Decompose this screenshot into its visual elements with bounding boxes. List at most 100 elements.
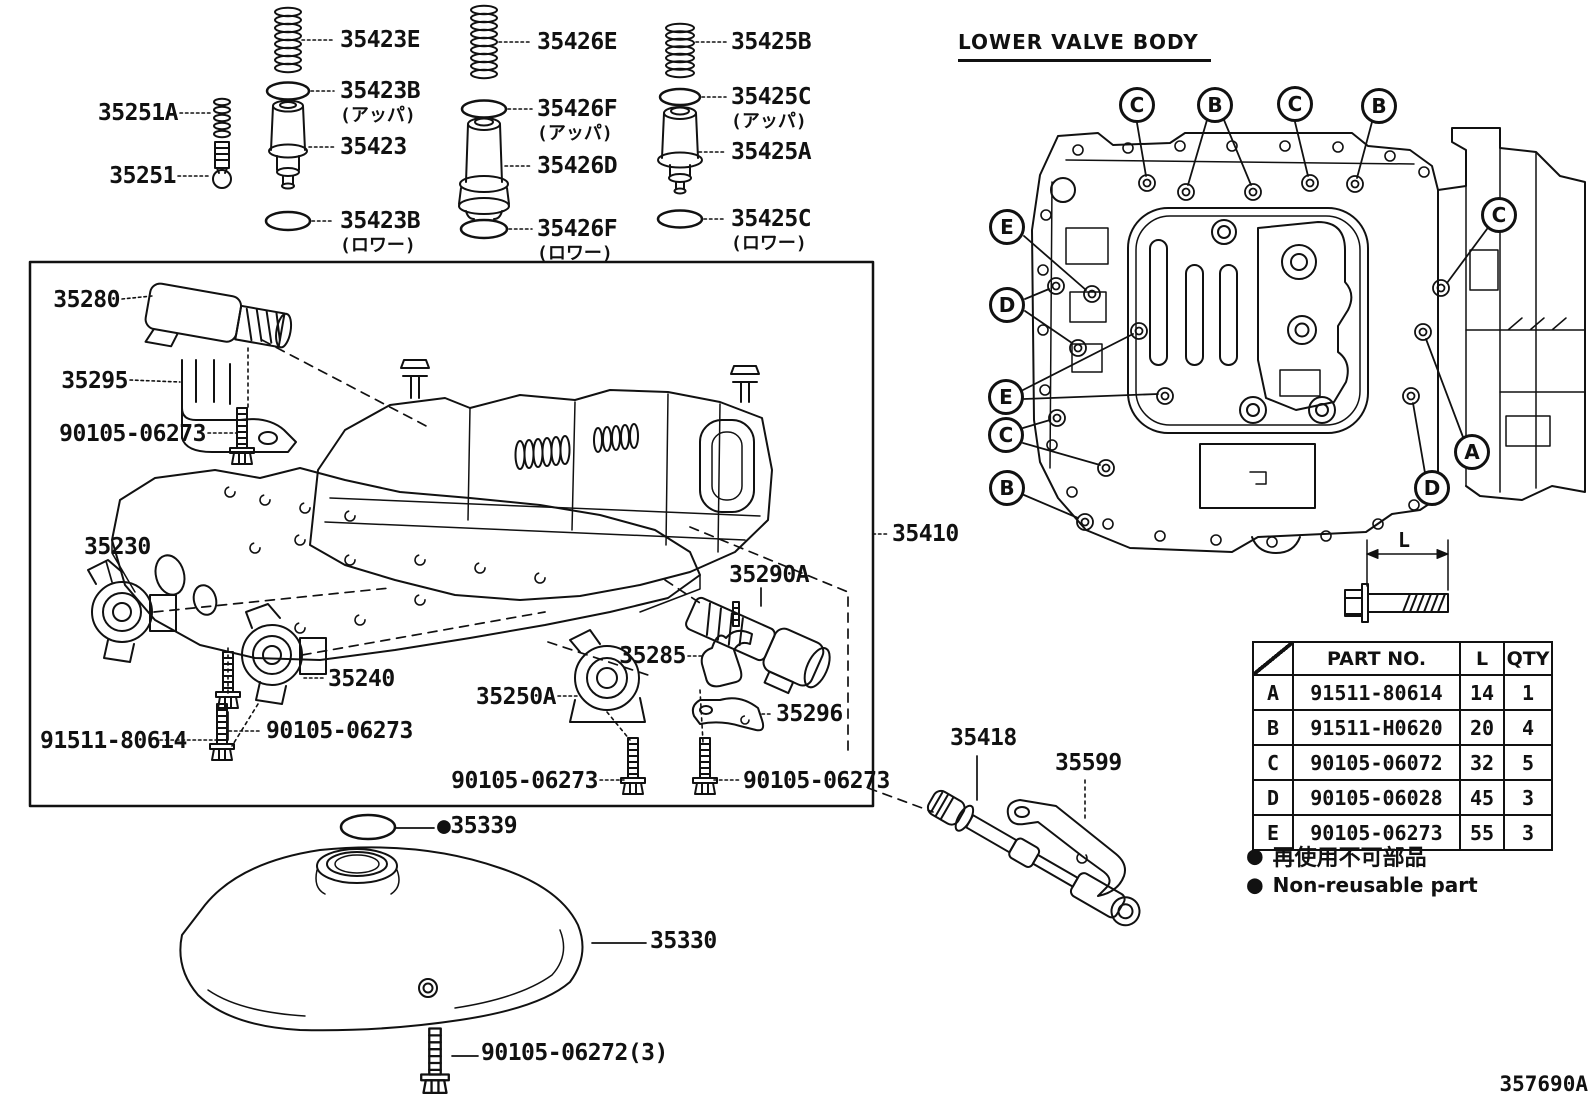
row-key: A bbox=[1252, 674, 1294, 711]
label-35426D: 35426D bbox=[537, 153, 618, 179]
table-row: A 91511-80614 14 1 bbox=[1252, 674, 1553, 711]
spring-35426E bbox=[470, 4, 498, 80]
bolt-91511-80614 bbox=[215, 651, 241, 709]
spring-35425B bbox=[665, 22, 695, 79]
label-35280: 35280 bbox=[53, 287, 120, 313]
bolt-90105-06273-3 bbox=[620, 737, 646, 795]
row-qty: 1 bbox=[1503, 674, 1553, 711]
row-length: 45 bbox=[1459, 779, 1505, 816]
page-title: LOWER VALVE BODY bbox=[958, 30, 1211, 62]
bolt-90105-06272 bbox=[420, 1027, 450, 1095]
label-35425C-upper: 35425C(アッパ) bbox=[731, 84, 812, 132]
label-35425B: 35425B bbox=[731, 29, 812, 55]
row-length: 55 bbox=[1459, 814, 1505, 851]
non-reusable-bullet-icon: ● bbox=[1247, 870, 1263, 900]
label-90105-06273-2: 90105-06273 bbox=[266, 718, 413, 744]
bracket-35295 bbox=[181, 359, 297, 453]
label-35230: 35230 bbox=[84, 534, 151, 560]
row-key: C bbox=[1252, 744, 1294, 781]
oring-35423B-upper bbox=[265, 81, 311, 101]
callout-E-1: E bbox=[989, 209, 1025, 245]
strainer-35330 bbox=[179, 846, 584, 1032]
row-qty: 3 bbox=[1503, 779, 1553, 816]
row-length: 20 bbox=[1459, 709, 1505, 746]
table-corner-cell bbox=[1252, 641, 1294, 676]
bolt-90105-06273-4 bbox=[692, 737, 718, 795]
valve-35425A bbox=[657, 106, 703, 195]
row-key: B bbox=[1252, 709, 1294, 746]
col-header-length: L bbox=[1459, 641, 1505, 676]
callout-D-2: D bbox=[1414, 470, 1450, 506]
callout-B-3: B bbox=[989, 470, 1025, 506]
table-row: C 90105-06072 32 5 bbox=[1252, 744, 1553, 781]
label-35285: 35285 bbox=[619, 643, 686, 669]
legend-non-reusable-jp: ● 再使用不可部品 bbox=[1247, 840, 1427, 872]
col-header-part-no: PART NO. bbox=[1292, 641, 1461, 676]
callout-C-4: C bbox=[1481, 197, 1517, 233]
label-leaders-solid bbox=[105, 560, 978, 1057]
label-35339: ●35339 bbox=[437, 813, 518, 839]
label-35296: 35296 bbox=[776, 701, 843, 727]
label-note-upper: (アッパ) bbox=[340, 105, 416, 126]
callout-C-2: C bbox=[1277, 86, 1313, 122]
label-35426F-lower: 35426F(ロワー) bbox=[537, 216, 618, 264]
label-90105-06272: 90105-06272(3) bbox=[481, 1040, 668, 1066]
label-35250A: 35250A bbox=[475, 684, 557, 710]
table-row: B 91511-H0620 20 4 bbox=[1252, 709, 1553, 746]
valve-35423 bbox=[268, 99, 308, 190]
bolt-90105-06273-2 bbox=[209, 703, 235, 761]
label-35410: 35410 bbox=[892, 521, 959, 547]
oring-35425C-upper bbox=[658, 87, 702, 107]
label-note-lower: (ロワー) bbox=[340, 235, 416, 256]
label-35423: 35423 bbox=[340, 134, 407, 160]
label-35330: 35330 bbox=[650, 928, 717, 954]
row-qty: 4 bbox=[1503, 709, 1553, 746]
spring-35251A bbox=[213, 97, 231, 139]
label-35251: 35251 bbox=[109, 163, 176, 189]
label-35423E: 35423E bbox=[340, 27, 421, 53]
oring-35426F-upper bbox=[460, 99, 508, 119]
legend-en-text: Non-reusable part bbox=[1272, 873, 1478, 897]
row-part-no: 90105-06273 bbox=[1292, 814, 1461, 851]
callout-A-1: A bbox=[1454, 434, 1490, 470]
non-reusable-bullet-icon: ● bbox=[437, 813, 451, 839]
row-qty: 3 bbox=[1503, 814, 1553, 851]
row-part-no: 91511-H0620 bbox=[1292, 709, 1461, 746]
label-35423B-lower: 35423B(ロワー) bbox=[340, 208, 421, 256]
row-key: D bbox=[1252, 779, 1294, 816]
diagram-code: 357690A bbox=[1499, 1072, 1588, 1096]
label-90105-06273-3: 90105-06273 bbox=[451, 768, 598, 794]
table-header-row: PART NO. L QTY bbox=[1252, 641, 1553, 676]
col-header-qty: QTY bbox=[1503, 641, 1553, 676]
label-35251A: 35251A bbox=[97, 100, 179, 126]
row-qty: 5 bbox=[1503, 744, 1553, 781]
legend-jp-text: 再使用不可部品 bbox=[1272, 846, 1427, 871]
bolt-size-table: PART NO. L QTY A 91511-80614 14 1 B 9151… bbox=[1252, 641, 1553, 851]
oring-35423B-lower bbox=[264, 210, 312, 232]
label-35290A: 35290A bbox=[729, 562, 810, 588]
bolt-length-diagram bbox=[1344, 539, 1449, 623]
callout-E-2: E bbox=[988, 379, 1024, 415]
label-note-upper: (アッパ) bbox=[537, 123, 613, 144]
row-key: E bbox=[1252, 814, 1294, 851]
row-length: 14 bbox=[1459, 674, 1505, 711]
label-35295: 35295 bbox=[61, 368, 128, 394]
label-91511-80614: 91511-80614 bbox=[40, 728, 187, 754]
legend-non-reusable-en: ● Non-reusable part bbox=[1247, 872, 1478, 898]
shaft-35418 bbox=[926, 789, 1141, 927]
callout-D-1: D bbox=[989, 287, 1025, 323]
label-note-lower: (ロワー) bbox=[537, 243, 613, 264]
oring-35339 bbox=[339, 813, 397, 841]
upper-valve-body bbox=[309, 359, 773, 601]
oring-35425C-lower bbox=[656, 209, 704, 229]
label-35423B-upper: 35423B(アッパ) bbox=[340, 78, 421, 126]
solenoid-35290A bbox=[685, 596, 831, 695]
label-35426F-upper: 35426F(アッパ) bbox=[537, 96, 618, 144]
label-90105-06273-1: 90105-06273 bbox=[59, 421, 206, 447]
label-35240: 35240 bbox=[328, 666, 395, 692]
label-35425A: 35425A bbox=[731, 139, 812, 165]
label-35599: 35599 bbox=[1055, 750, 1122, 776]
label-90105-06273-4: 90105-06273 bbox=[743, 768, 890, 794]
